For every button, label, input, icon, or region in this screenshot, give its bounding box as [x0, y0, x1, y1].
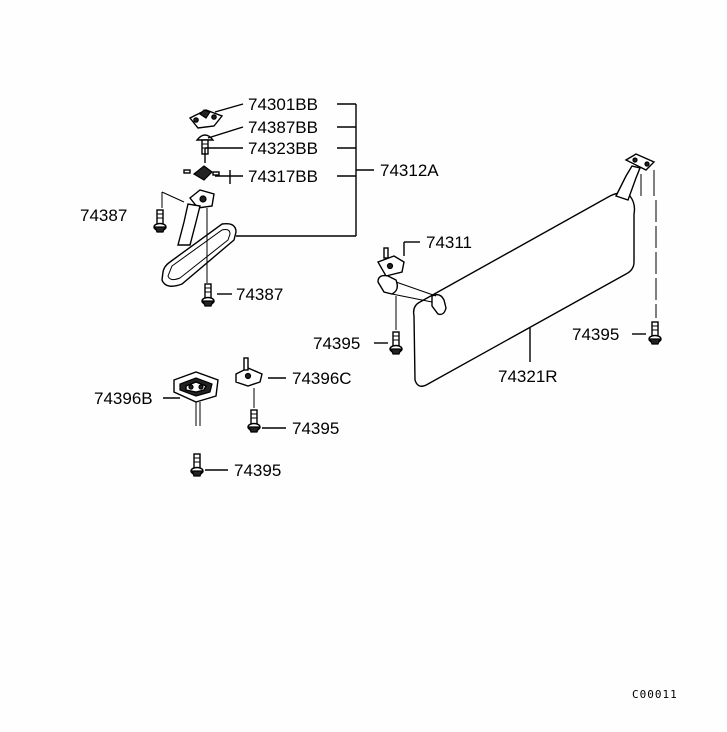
visor-holder-74311 — [376, 247, 437, 303]
label-74321R: 74321R — [498, 367, 558, 386]
label-74395-low: 74395 — [234, 461, 281, 480]
label-74387-left: 74387 — [80, 206, 127, 225]
leader-lines-mirror — [204, 103, 374, 295]
mirror-stem — [177, 189, 215, 246]
label-74395-visor: 74395 — [313, 334, 360, 353]
label-74395-right: 74395 — [572, 325, 619, 344]
label-74395-mid: 74395 — [292, 419, 339, 438]
screw-part-74387-bottom — [201, 283, 215, 307]
leader-lines-visor — [374, 241, 646, 362]
label-74396C: 74396C — [292, 369, 352, 388]
diagram-code: C00011 — [632, 688, 678, 701]
label-74387BB: 74387BB — [248, 118, 318, 137]
holder-74396B — [173, 371, 219, 426]
screw-part-74395-right — [648, 321, 662, 345]
label-74312A: 74312A — [380, 161, 439, 180]
screw-part-74387-left — [153, 209, 167, 233]
holder-74396C — [235, 357, 263, 387]
pins-part-74317BB — [183, 165, 220, 181]
screw-part-74395-low — [190, 453, 204, 477]
clamp-part-74301BB — [188, 109, 224, 129]
label-74396B: 74396B — [94, 389, 153, 408]
label-74317BB: 74317BB — [248, 167, 318, 186]
screw-part-74395-mid — [247, 388, 261, 433]
mirror-assembly — [153, 109, 237, 307]
label-74323BB: 74323BB — [248, 139, 318, 158]
part-labels: 74301BB 74387BB 74323BB 74317BB 74312A 7… — [80, 95, 619, 480]
label-74387-bottom: 74387 — [236, 285, 283, 304]
sun-visor-74321R — [412, 153, 657, 387]
label-74311: 74311 — [426, 233, 472, 252]
mirror-body — [161, 222, 237, 287]
screw-part-74387BB — [195, 134, 215, 155]
label-74301BB: 74301BB — [248, 95, 318, 114]
screw-part-74395-visor — [389, 296, 403, 355]
leader-lines-lower — [163, 377, 286, 471]
